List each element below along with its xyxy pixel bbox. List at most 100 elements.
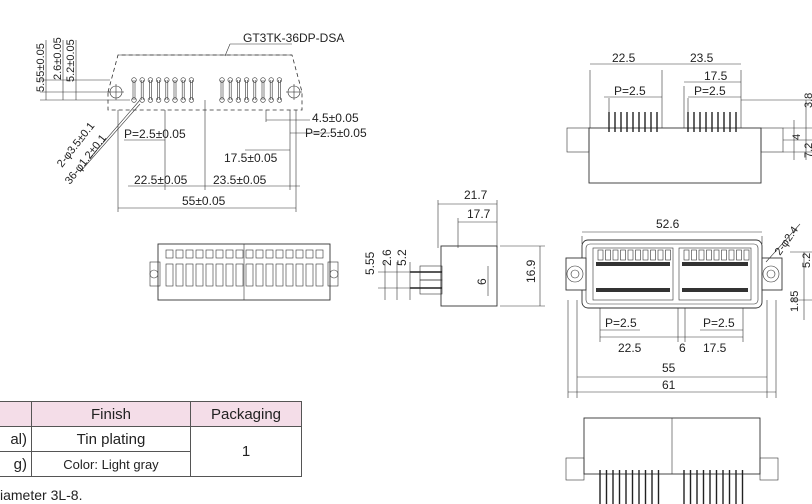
rt-dim-pitch-a: P=2.5	[614, 84, 646, 98]
fv-dim-5-2: 5.2	[801, 253, 812, 268]
rt-dim-17-5: 17.5	[704, 69, 728, 83]
dim-17-5: 17.5±0.05	[224, 151, 278, 165]
face-cell	[305, 249, 314, 259]
side-dim-5-2: 5.2	[395, 249, 409, 266]
pin-hole	[219, 77, 225, 83]
footnote: iameter 3L-8.	[0, 487, 83, 503]
face-cell	[225, 249, 234, 259]
dim-55: 55±0.05	[182, 194, 226, 208]
pin-hole	[252, 97, 258, 103]
pin-hole	[268, 97, 274, 103]
pin-hole	[147, 77, 153, 83]
dim-pitch-a: P=2.5±0.05	[124, 127, 186, 141]
comb-slot	[642, 249, 649, 261]
pin-hole	[172, 77, 178, 83]
comb-slot	[691, 249, 697, 261]
comb-slot	[698, 249, 705, 261]
face-cell	[275, 249, 284, 259]
fv-dim-6: 6	[679, 341, 686, 355]
table-row: g) Color: Light gray	[0, 451, 302, 477]
rt-dim-4: 4	[791, 134, 803, 140]
pin-hole	[244, 77, 250, 83]
face-cell	[285, 249, 294, 259]
face-cell	[305, 263, 314, 287]
comb-slot	[627, 249, 634, 261]
pin-hole	[172, 97, 178, 103]
face-cell	[255, 249, 264, 259]
pin-hole	[235, 97, 241, 103]
footprint-view: GT3TK-36DP-DSA 5.55±0.05 2.6±0.05 5.2±0.…	[35, 31, 367, 212]
face-cell	[235, 263, 244, 287]
face-cell	[175, 249, 184, 259]
fv-dim-pitch-b: P=2.5	[703, 316, 735, 330]
rt-dim-3-8: 3.8	[803, 93, 812, 108]
dim-4-5: 4.5±0.05	[312, 111, 359, 125]
face-cell	[225, 263, 234, 287]
comb-slot	[650, 249, 656, 261]
pin-hole	[131, 77, 137, 83]
pin-hole	[227, 77, 233, 83]
fv-dim-61: 61	[662, 378, 676, 392]
face-cell	[265, 263, 274, 287]
side-dim-5-55: 5.55	[363, 251, 377, 275]
face-cell	[315, 249, 324, 259]
face-cell	[285, 263, 294, 287]
rt-dim-pitch-b: P=2.5	[694, 84, 726, 98]
comb-slot	[683, 249, 690, 261]
fv-dim-pitch-a: P=2.5	[605, 316, 637, 330]
pin-hole	[244, 97, 250, 103]
face-cell	[185, 263, 194, 287]
comb-slot	[612, 249, 619, 261]
fv-dim-1-85: 1.85	[789, 291, 801, 312]
rt-dim-7-2: 7.2	[803, 143, 812, 158]
comb-slot	[713, 249, 720, 261]
face-cell	[295, 249, 304, 259]
comb-slot	[743, 249, 750, 261]
dim-23-5: 23.5±0.05	[213, 173, 267, 187]
pin-hole	[235, 77, 241, 83]
comb-slot	[597, 249, 604, 261]
side-dim-16-9: 16.9	[524, 259, 538, 283]
right-front-view: 52.6 2-φ2.4 5.2 1.85 P=2.5 P=2.5 22.5 6 …	[565, 217, 812, 398]
fv-dim-52-6: 52.6	[656, 217, 680, 231]
comb-slot	[605, 249, 611, 261]
pin-hole	[164, 77, 170, 83]
dim-pitch-b: P=2.5±0.05	[305, 126, 367, 140]
pin-hole	[147, 97, 153, 103]
pin-hole	[188, 97, 194, 103]
right-bottom-view	[565, 417, 779, 504]
fv-dim-hole: 2-φ2.4	[773, 224, 801, 257]
header-packaging: Packaging	[190, 401, 302, 427]
face-cell	[255, 263, 264, 287]
right-top-view: 22.5 23.5 17.5 P=2.5 P=2.5 3.8 4 7.2	[566, 51, 812, 184]
dim-5-2: 5.2±0.05	[65, 39, 77, 82]
comb-slot	[706, 249, 712, 261]
row1-col0: al)	[0, 426, 32, 452]
pin-hole	[180, 77, 186, 83]
pin-hole	[139, 97, 145, 103]
pin-hole	[156, 77, 162, 83]
row1-packaging: 1	[190, 426, 302, 477]
face-cell	[215, 263, 224, 287]
pin-hole	[180, 97, 186, 103]
pin-hole	[188, 77, 194, 83]
comb-slot	[728, 249, 735, 261]
pin-hole	[227, 97, 233, 103]
comb-slot	[721, 249, 727, 261]
rt-dim-22-5: 22.5	[612, 51, 636, 65]
part-number-label: GT3TK-36DP-DSA	[243, 31, 344, 45]
pin-hole	[156, 97, 162, 103]
side-dim-6: 6	[475, 278, 489, 285]
face-cell	[185, 249, 194, 259]
face-cell	[175, 263, 184, 287]
face-cell	[235, 249, 244, 259]
face-cell	[205, 249, 214, 259]
spec-table-header-row: Finish Packaging	[0, 401, 302, 427]
side-dim-2-6: 2.6	[380, 249, 394, 266]
front-face-view	[149, 243, 339, 301]
face-cell	[195, 263, 204, 287]
fv-dim-17-5: 17.5	[703, 341, 727, 355]
comb-slot	[665, 249, 671, 261]
comb-slot	[635, 249, 641, 261]
